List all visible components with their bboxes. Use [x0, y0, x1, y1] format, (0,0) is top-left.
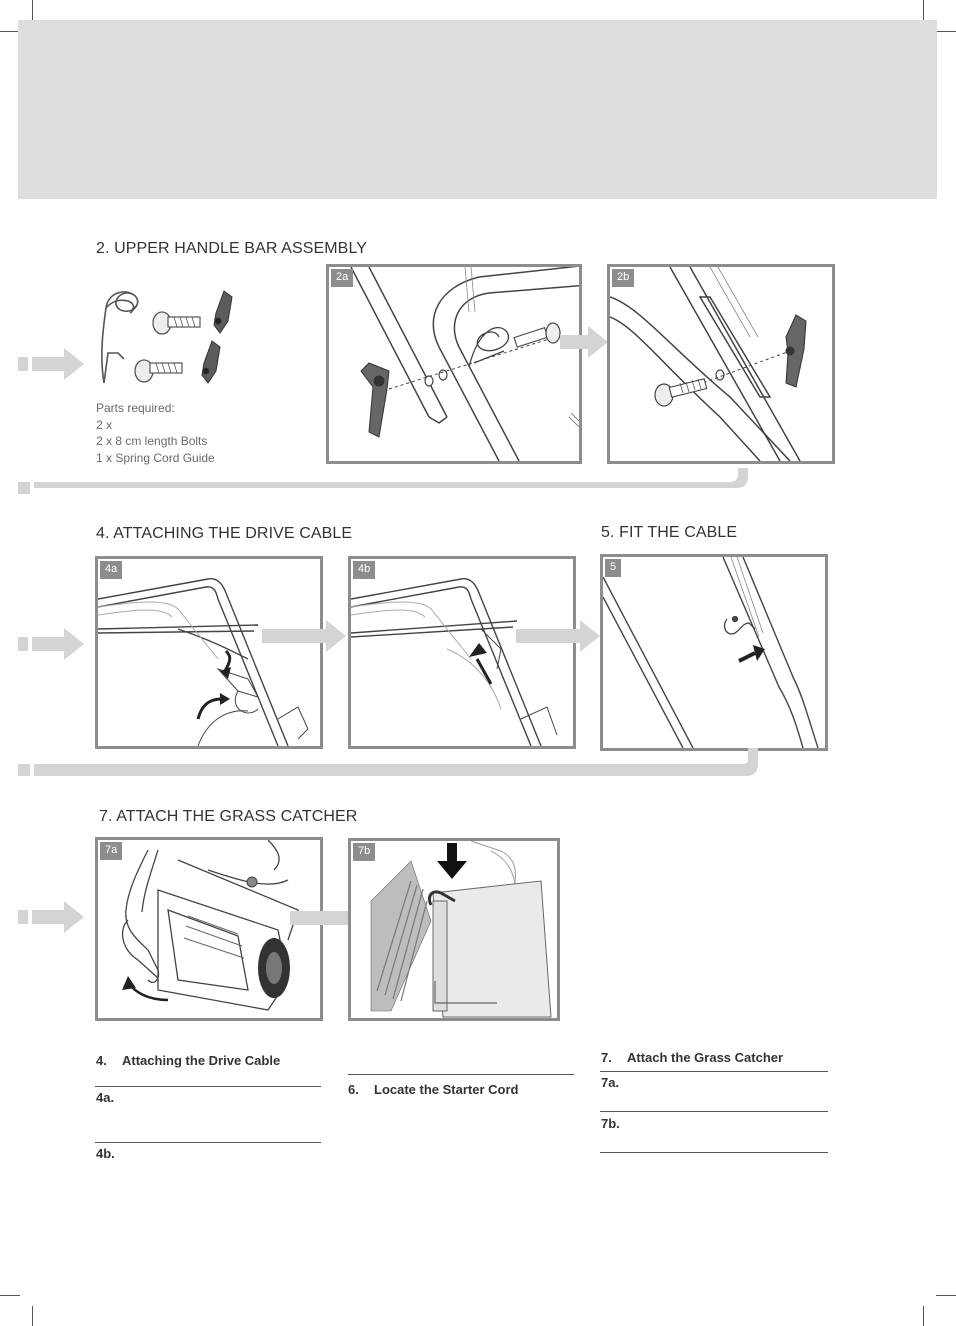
- step-number: 4.: [96, 1053, 107, 1068]
- curved-arrow-icon: [196, 697, 223, 720]
- crop-mark: [0, 1295, 20, 1296]
- divider: [95, 1142, 321, 1143]
- step-number: 6.: [348, 1082, 359, 1097]
- bolt-icon: [134, 359, 183, 383]
- spring-cord-guide-icon: [468, 327, 510, 368]
- flow-arrow-icon: [18, 901, 84, 933]
- grass-catcher-diagram: [370, 841, 552, 1018]
- crop-mark: [923, 0, 924, 20]
- handle-cable-diagram: [603, 557, 819, 748]
- crop-mark: [32, 0, 33, 20]
- flow-arrow-icon: [560, 326, 608, 358]
- flow-return-bar: [18, 748, 758, 776]
- crop-mark: [0, 31, 20, 32]
- section-title-upper-handle: 2. UPPER HANDLE BAR ASSEMBLY: [96, 240, 368, 257]
- panel-tag: 7a: [100, 842, 123, 860]
- wing-knob-icon: [201, 290, 233, 384]
- step-label: Attaching the Drive Cable: [122, 1053, 281, 1068]
- panel-tag: 2b: [612, 269, 635, 287]
- step-4a-label: 4a.: [96, 1090, 115, 1105]
- step-number: 7.: [601, 1050, 612, 1065]
- panel-7b: 7b: [348, 838, 560, 1021]
- step-7-heading: 7. Attach the Grass Catcher: [601, 1050, 783, 1065]
- panel-7a: 7a: [95, 837, 323, 1021]
- crop-mark: [32, 1306, 33, 1326]
- step-7a-label: 7a.: [601, 1075, 620, 1090]
- cable-clip-icon: [723, 615, 756, 635]
- parts-required-list: Parts required: 2 x 2 x 8 cm length Bolt…: [96, 400, 215, 466]
- panel-4a: 4a: [95, 556, 323, 749]
- section-title-grass-catcher: 7. ATTACH THE GRASS CATCHER: [99, 808, 358, 825]
- handle-diagram: [610, 267, 807, 461]
- flow-return-bar: [18, 468, 748, 494]
- panel-5: 5: [600, 554, 828, 751]
- grass-catcher-diagram: [121, 840, 299, 1011]
- step-7b-label: 7b.: [601, 1116, 620, 1131]
- panel-tag: 5: [605, 559, 622, 577]
- panel-tag: 4b: [353, 561, 376, 579]
- header-band: [18, 20, 937, 199]
- down-arrow-icon: [437, 843, 467, 879]
- flow-arrow-icon: [18, 348, 84, 380]
- panel-tag: 7b: [353, 843, 376, 861]
- mower-handle-diagram: [98, 578, 309, 746]
- step-label: Locate the Starter Cord: [374, 1082, 519, 1097]
- step-6-heading: 6. Locate the Starter Cord: [348, 1082, 518, 1097]
- mower-handle-diagram: [351, 578, 558, 746]
- crop-mark: [936, 1295, 956, 1296]
- panel-4b: 4b: [348, 556, 576, 749]
- divider: [600, 1152, 828, 1153]
- panel-2a: 2a: [326, 264, 582, 464]
- panel-tag: 2a: [331, 269, 354, 287]
- parts-line: 2 x: [96, 417, 113, 432]
- bolt-icon: [654, 378, 708, 407]
- parts-heading: Parts required:: [96, 401, 175, 415]
- spring-cord-guide-icon: [101, 291, 139, 384]
- section-title-drive-cable: 4. ATTACHING THE DRIVE CABLE: [96, 525, 353, 542]
- handle-diagram: [350, 267, 579, 461]
- panel-tag: 4a: [100, 561, 123, 579]
- flow-arrow-icon: [18, 628, 84, 660]
- flow-arrow-icon: [262, 620, 346, 652]
- bolt-icon: [513, 322, 561, 348]
- divider: [600, 1071, 828, 1072]
- step-4-heading: 4. Attaching the Drive Cable: [96, 1053, 280, 1068]
- divider: [95, 1086, 321, 1087]
- divider: [600, 1111, 828, 1112]
- wheel-icon: [258, 938, 290, 998]
- flow-arrow-icon: [516, 620, 600, 652]
- parts-line: 1 x Spring Cord Guide: [96, 450, 215, 465]
- wing-knob-icon: [785, 314, 807, 388]
- step-label: Attach the Grass Catcher: [627, 1050, 784, 1065]
- bolt-icon: [152, 311, 201, 335]
- arrow-icon: [738, 651, 756, 663]
- crop-mark: [923, 1306, 924, 1326]
- parts-illustration: [101, 290, 233, 384]
- crop-mark: [936, 31, 956, 32]
- wing-knob-icon: [360, 362, 390, 438]
- step-4b-label: 4b.: [96, 1146, 115, 1161]
- panel-2b: 2b: [607, 264, 835, 464]
- section-title-fit-cable: 5. FIT THE CABLE: [601, 524, 738, 541]
- arrow-icon: [475, 658, 493, 685]
- parts-line: 2 x 8 cm length Bolts: [96, 434, 208, 448]
- divider: [348, 1074, 574, 1075]
